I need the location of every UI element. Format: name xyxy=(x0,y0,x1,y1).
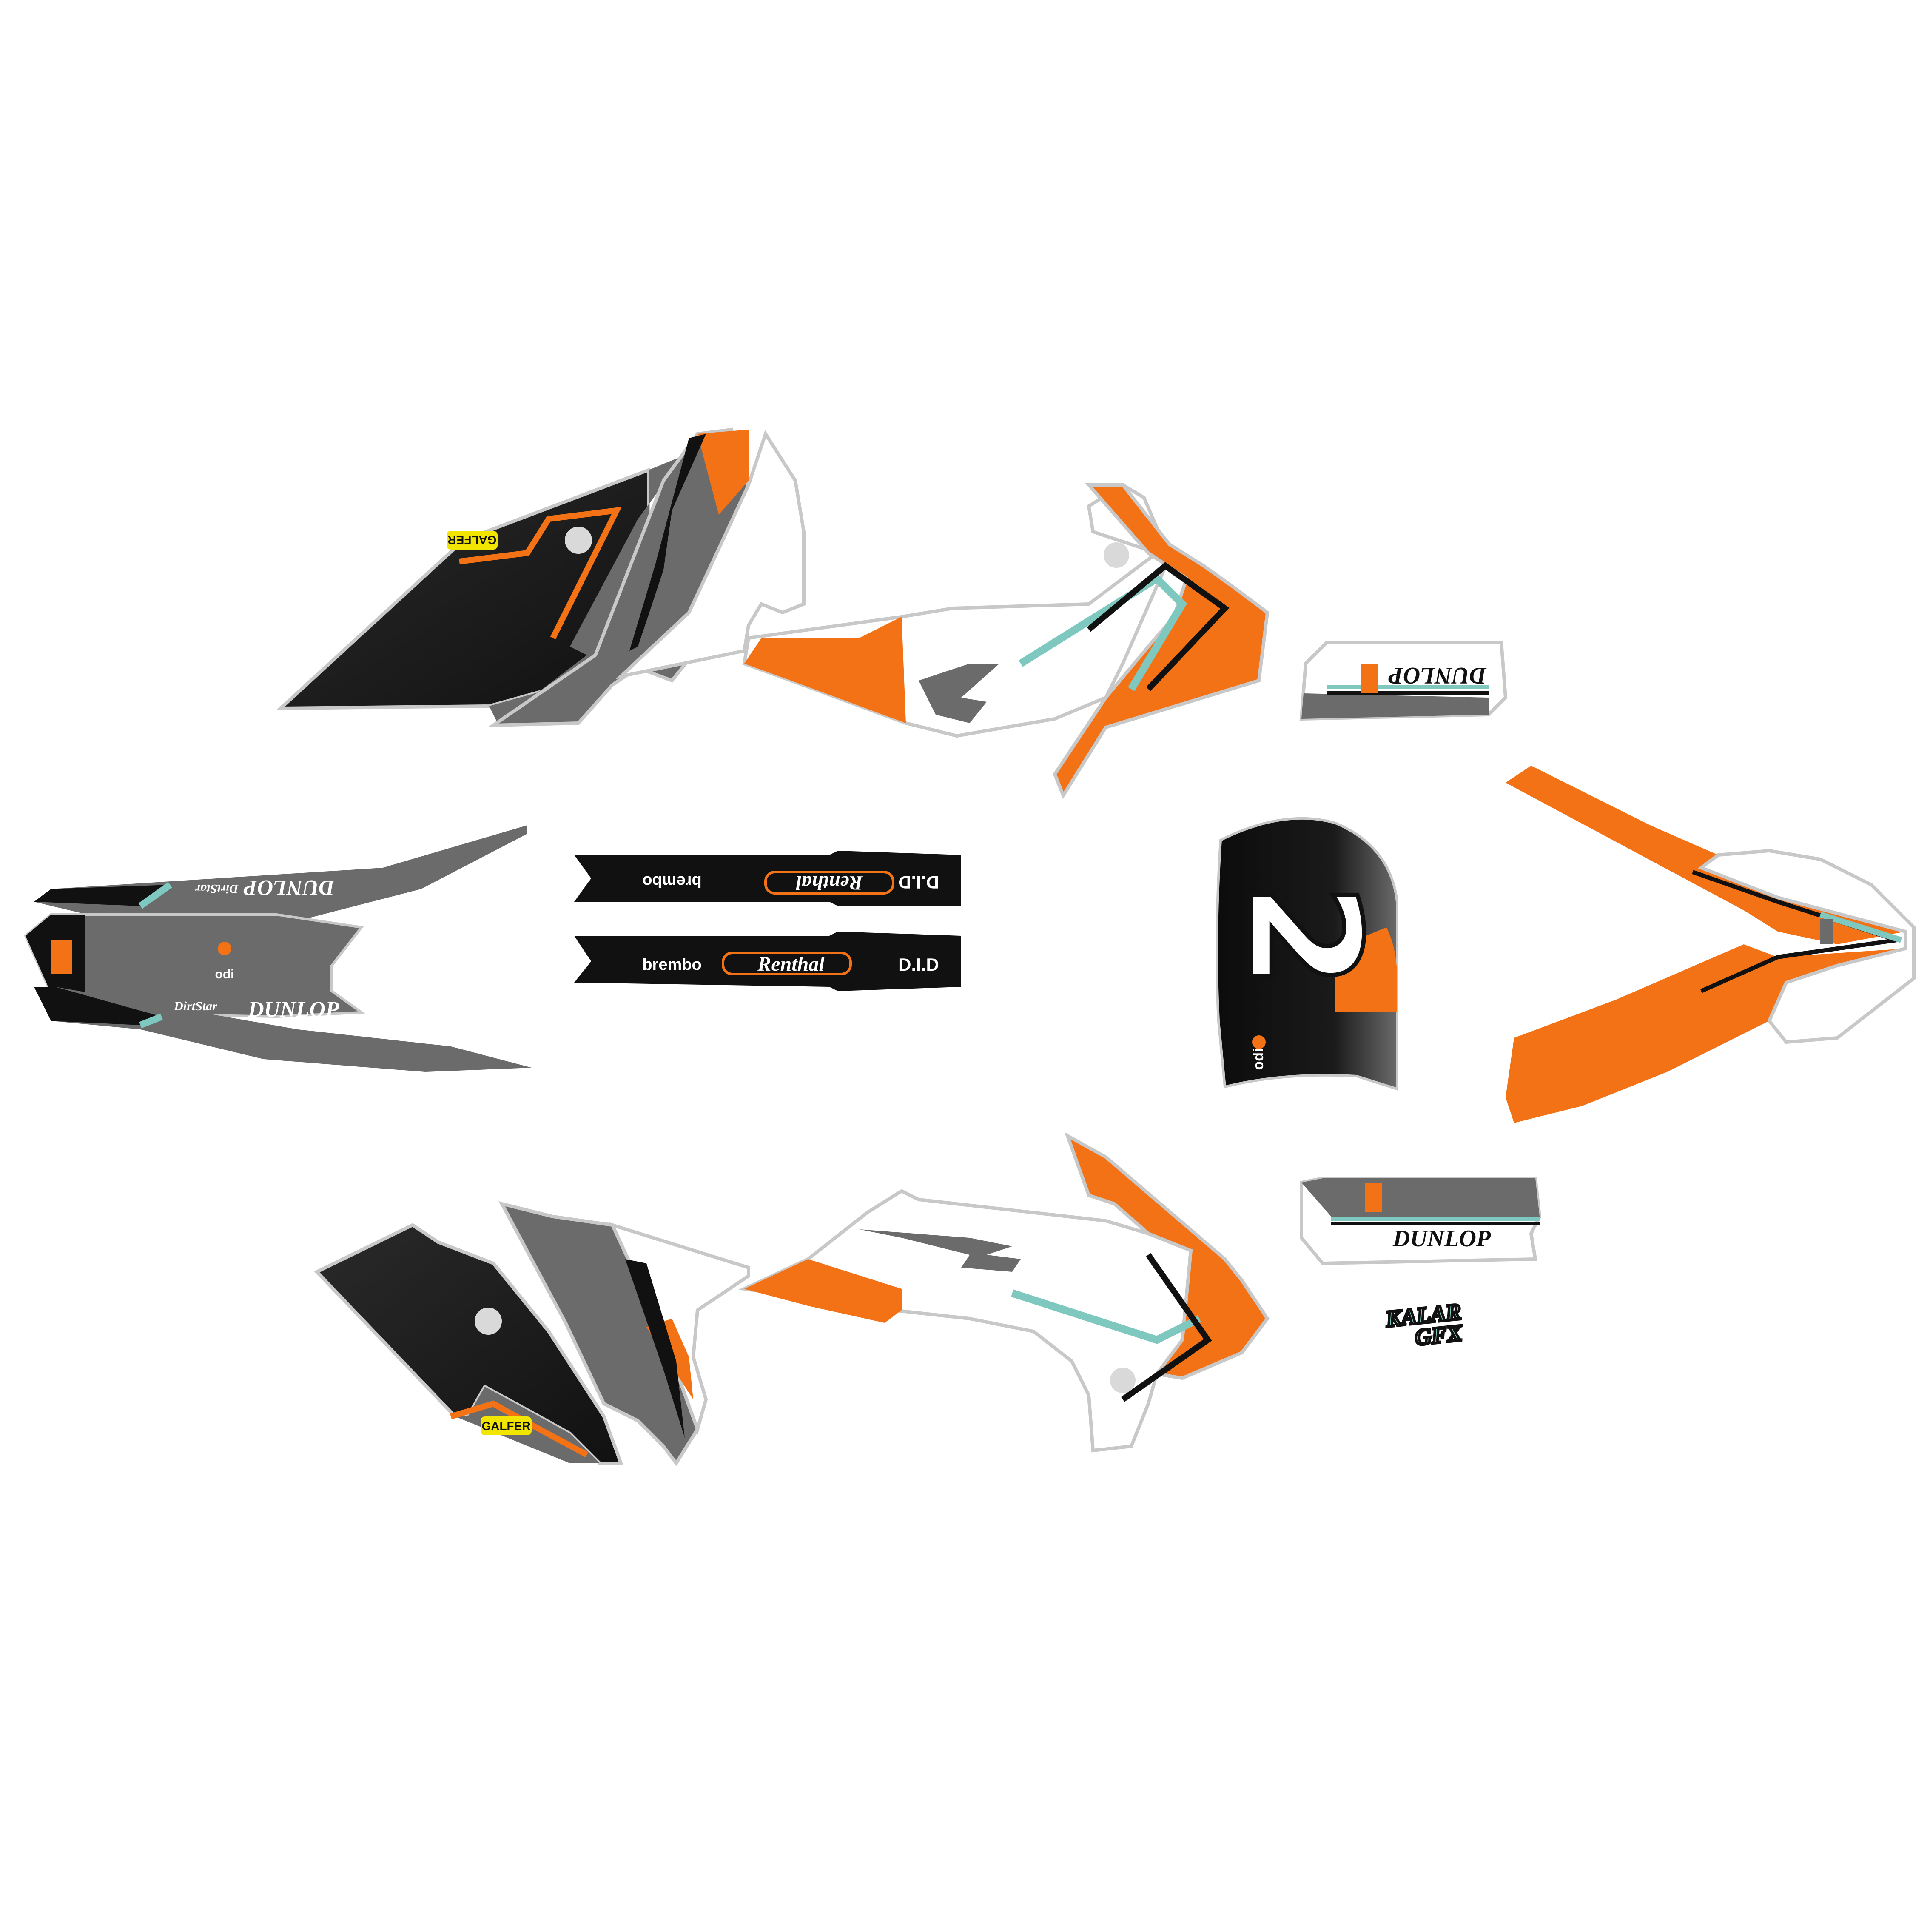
galfer-label: GALFER xyxy=(447,533,496,547)
shroud-bottom-orange-right xyxy=(1064,1132,1270,1380)
swingarm-top-brembo: brembo xyxy=(642,872,701,890)
galfer-label-bottom: GALFER xyxy=(481,1419,530,1433)
front-fender xyxy=(1506,766,1916,1123)
shroud-bottom-orange-left xyxy=(744,1259,902,1323)
rear-fender-odi: odi xyxy=(215,967,234,981)
side-panel-bottom-hole xyxy=(475,1308,502,1335)
side-panel-bottom-orange-line xyxy=(450,1400,589,1458)
radiator-shroud-bottom xyxy=(738,1132,1270,1453)
side-panel-bottom: GALFER xyxy=(314,1201,750,1467)
fork-top-dunlop: DUNLOP xyxy=(1388,662,1487,689)
fork-top-teal xyxy=(1327,685,1489,689)
side-panel-bottom-black-stripe xyxy=(625,1259,685,1438)
fork-bottom-gray xyxy=(1301,1178,1540,1217)
front-fender-lower xyxy=(1506,944,1905,1123)
swingarm-decal-bottom: brembo Renthal D.I.D xyxy=(574,932,961,991)
fork-bottom-dunlop: DUNLOP xyxy=(1392,1225,1491,1252)
galfer-badge-bottom: GALFER xyxy=(481,1416,532,1435)
front-number-plate: 2 odi xyxy=(1212,817,1398,1091)
shroud-top-black-line xyxy=(1087,562,1230,691)
fork-bottom-teal xyxy=(1331,1217,1540,1221)
fork-bottom-badge xyxy=(1365,1183,1382,1212)
rear-fender-upper xyxy=(34,825,527,927)
swingarm-top-did: D.I.D xyxy=(898,872,939,892)
swingarm-bottom-did: D.I.D xyxy=(898,955,939,975)
swingarm-decal-top: brembo Renthal D.I.D xyxy=(574,851,961,906)
front-fender-white xyxy=(1697,849,1916,1044)
galfer-badge: GALFER xyxy=(447,531,498,550)
shroud-bottom-teal-line xyxy=(1011,1289,1201,1344)
shroud-bottom-gray-arrow xyxy=(859,1229,1021,1272)
rear-fender-upper-black xyxy=(34,885,170,906)
shroud-top-gray-arrow xyxy=(919,664,999,723)
shroud-bottom-white xyxy=(738,1189,1193,1453)
rear-fender-teal-2 xyxy=(139,1013,163,1029)
side-panel-top: GALFER xyxy=(276,427,806,727)
rear-fender: DUNLOP DirtStar DUNLOP DirtStar odi xyxy=(24,825,532,1072)
kalar-bottom-text: GFX xyxy=(1414,1320,1464,1350)
radiator-shroud-top xyxy=(742,483,1270,799)
plate-number: 2 xyxy=(1214,883,1392,989)
swingarm-bottom-brembo: brembo xyxy=(642,956,701,974)
rear-fender-dunlop-top: DUNLOP xyxy=(243,875,335,900)
rear-fender-lower xyxy=(34,987,532,1072)
rear-fender-teal-1 xyxy=(138,882,172,909)
rear-fender-dunlop-bottom: DUNLOP xyxy=(248,997,339,1022)
plate-orange-tab xyxy=(1335,927,1397,1012)
side-panel-top-orange-wedge xyxy=(697,430,749,515)
fork-bottom-black xyxy=(1331,1222,1540,1225)
front-fender-teal-line xyxy=(1819,912,1902,943)
rear-fender-orange-badge xyxy=(51,940,72,974)
fork-top-black xyxy=(1327,691,1489,695)
shroud-top-orange-left xyxy=(744,617,906,723)
fork-guard-top: DUNLOP xyxy=(1299,641,1508,721)
shroud-top-hole xyxy=(1104,542,1129,568)
fork-top-badge xyxy=(1361,664,1378,693)
side-panel-bottom-front-gray xyxy=(498,1201,700,1467)
front-fender-badge xyxy=(1820,919,1833,944)
rear-fender-lower-black xyxy=(34,987,162,1025)
front-fender-upper xyxy=(1506,766,1905,944)
shroud-top-teal-line xyxy=(1019,573,1187,691)
side-panel-top-black-stripe xyxy=(629,434,706,651)
rear-fender-dirtstar-top: DirtStar xyxy=(195,882,239,896)
swingarm-bottom-renthal: Renthal xyxy=(757,953,825,975)
shroud-bottom-hole xyxy=(1110,1368,1136,1393)
side-panel-top-hole xyxy=(565,527,592,554)
plate-shape xyxy=(1216,817,1398,1091)
fork-guard-bottom: DUNLOP xyxy=(1300,1177,1542,1265)
fork-top-gray xyxy=(1301,693,1489,719)
kalar-gfx-logo: KALAR GFX xyxy=(1383,1297,1466,1351)
swingarm-top-renthal: Renthal xyxy=(796,872,863,894)
shroud-bottom-black-line xyxy=(1121,1253,1212,1402)
side-panel-top-orange-line xyxy=(459,507,622,640)
plate-odi: odi xyxy=(1250,1049,1267,1070)
side-panel-top-white xyxy=(615,430,806,679)
plate-odi-dot xyxy=(1252,1035,1266,1049)
rear-fender-dirtstar-bottom: DirtStar xyxy=(174,999,217,1013)
rear-fender-odi-badge: odi xyxy=(215,942,234,981)
